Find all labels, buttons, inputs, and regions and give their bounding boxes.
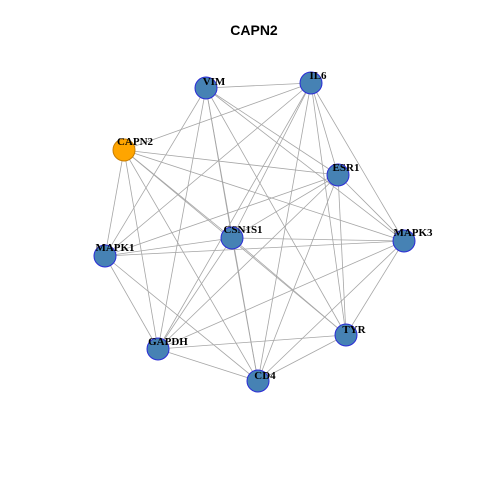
node-esr1 xyxy=(326,163,350,187)
edge-mapk3-tyr xyxy=(345,240,405,336)
edge-tyr-cd4 xyxy=(257,334,347,382)
node-mapk1 xyxy=(93,244,117,268)
edge-mapk3-gapdh xyxy=(157,240,405,350)
edge-csn1s1-cd4 xyxy=(231,237,259,382)
edge-vim-il6 xyxy=(205,82,312,89)
node-label-vim: VIM xyxy=(203,76,226,88)
edge-vim-mapk3 xyxy=(205,87,405,242)
edge-il6-gapdh xyxy=(157,82,312,350)
edge-il6-csn1s1 xyxy=(231,82,312,239)
edge-csn1s1-tyr xyxy=(231,237,347,336)
node-label-il6: IL6 xyxy=(309,70,327,82)
edge-il6-mapk1 xyxy=(104,82,312,257)
node-mapk3 xyxy=(392,229,416,253)
node-il6 xyxy=(299,71,323,95)
node-layer xyxy=(93,71,416,393)
node-tyr xyxy=(334,323,358,347)
edge-mapk1-cd4 xyxy=(104,255,259,382)
edge-capn2-gapdh xyxy=(123,149,159,350)
node-label-esr1: ESR1 xyxy=(333,162,360,174)
edge-mapk1-gapdh xyxy=(104,255,159,350)
edge-vim-esr1 xyxy=(205,87,339,176)
edge-esr1-cd4 xyxy=(257,174,339,382)
node-csn1s1 xyxy=(220,226,244,250)
edge-il6-tyr xyxy=(310,82,347,336)
node-label-gapdh: GAPDH xyxy=(148,336,188,348)
edge-esr1-mapk3 xyxy=(337,174,405,242)
edge-esr1-mapk1 xyxy=(104,174,339,257)
node-gapdh xyxy=(146,337,170,361)
node-label-mapk1: MAPK1 xyxy=(95,242,134,254)
node-vim xyxy=(194,76,218,100)
edge-csn1s1-mapk1 xyxy=(104,237,233,257)
node-capn2 xyxy=(112,138,136,162)
node-label-csn1s1: CSN1S1 xyxy=(223,224,262,236)
node-label-mapk3: MAPK3 xyxy=(393,227,433,239)
edge-il6-esr1 xyxy=(310,82,339,176)
edge-capn2-cd4 xyxy=(123,149,259,382)
node-label-capn2: CAPN2 xyxy=(117,136,154,148)
graph-title: CAPN2 xyxy=(230,22,278,38)
edge-layer xyxy=(104,82,405,382)
edge-capn2-esr1 xyxy=(123,149,339,176)
edge-csn1s1-mapk3 xyxy=(231,237,405,242)
edge-capn2-mapk3 xyxy=(123,149,405,242)
node-cd4 xyxy=(246,369,270,393)
edge-mapk3-cd4 xyxy=(257,240,405,382)
edge-tyr-gapdh xyxy=(157,334,347,350)
edge-capn2-mapk1 xyxy=(104,149,125,257)
edge-csn1s1-gapdh xyxy=(157,237,233,350)
edge-esr1-csn1s1 xyxy=(231,174,339,239)
edge-esr1-tyr xyxy=(337,174,347,336)
edge-esr1-gapdh xyxy=(157,174,339,350)
edge-mapk3-mapk1 xyxy=(104,240,405,257)
edge-il6-cd4 xyxy=(257,82,312,382)
edge-il6-capn2 xyxy=(123,82,312,151)
edge-vim-mapk1 xyxy=(104,87,207,257)
node-label-tyr: TYR xyxy=(342,324,366,336)
edge-il6-mapk3 xyxy=(310,82,405,242)
edge-gapdh-cd4 xyxy=(157,348,259,382)
node-label-cd4: CD4 xyxy=(254,370,276,382)
